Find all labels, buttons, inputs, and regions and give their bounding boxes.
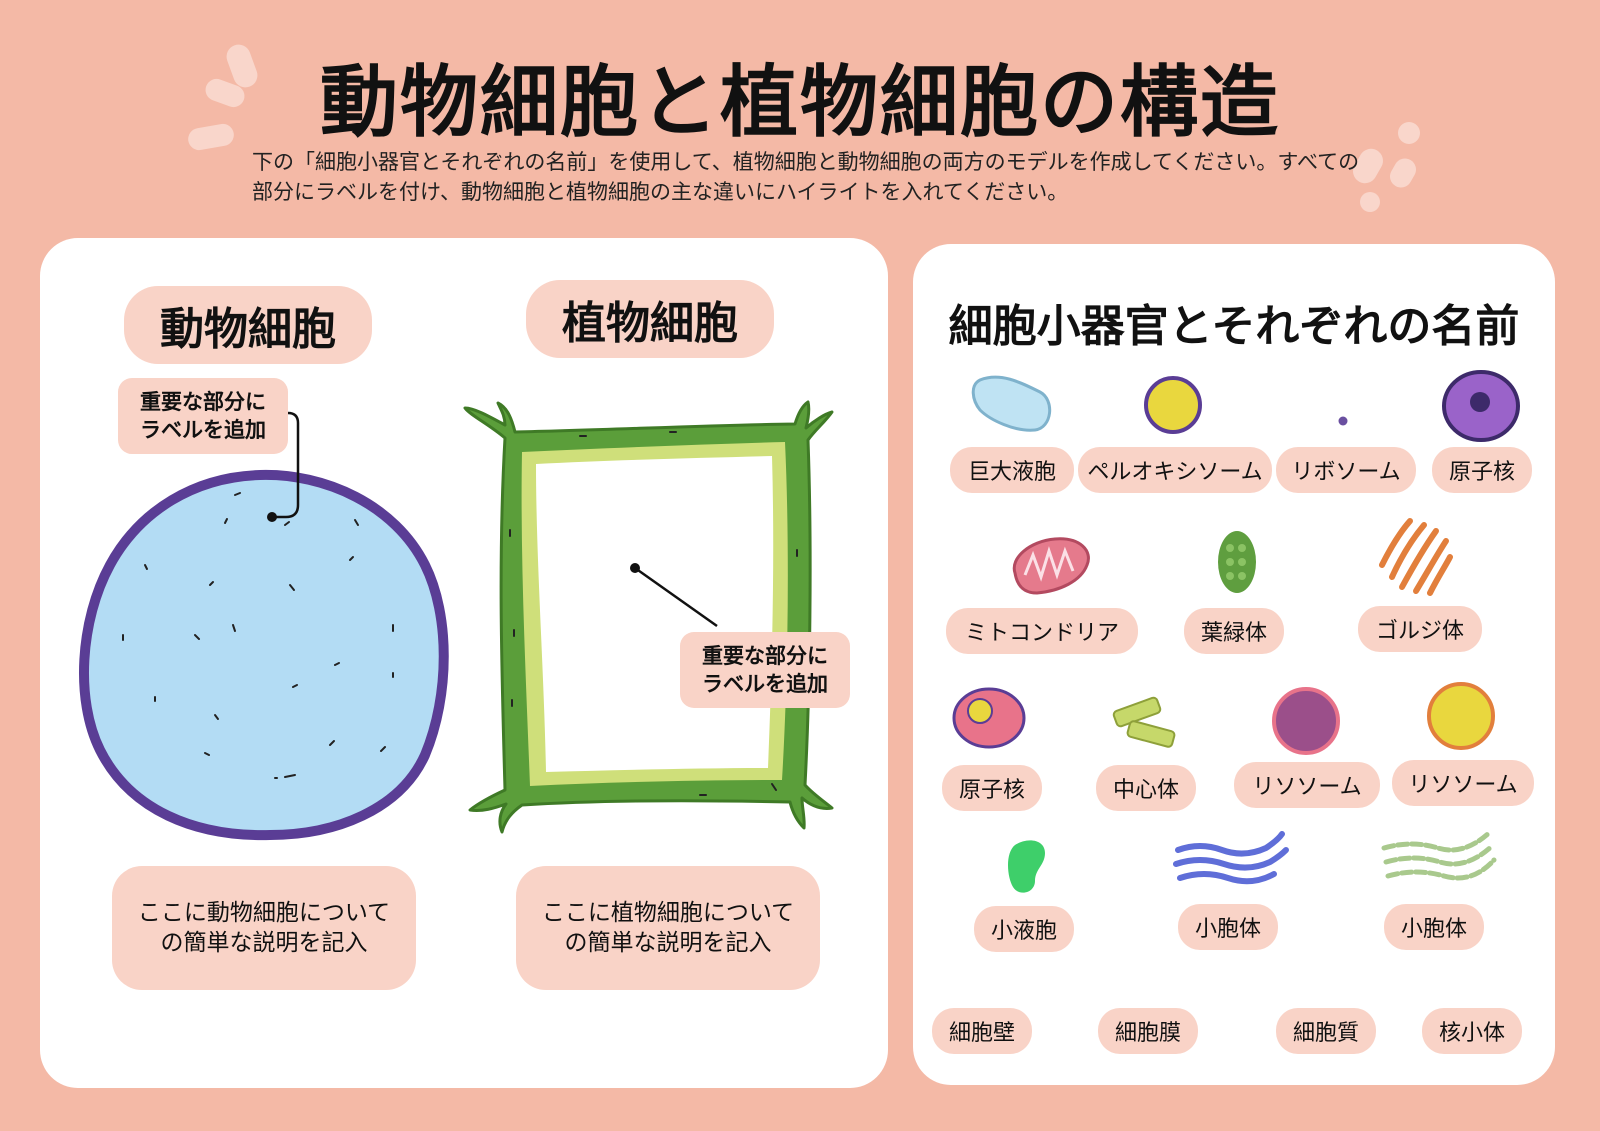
organelle-label: リソソーム [1234,762,1380,808]
organelles-heading: 細胞小器官とそれぞれの名前 [948,301,1520,352]
animal-callout-connector [267,411,300,522]
mitochondria-icon [1012,537,1090,595]
instructions-text: 下の「細胞小器官とそれぞれの名前」を使用して、植物細胞と動物細胞の両方のモデルを… [252,150,1360,204]
organelle-label: 小胞体 [1384,904,1484,950]
ribosome-icon [1338,416,1348,426]
decoration-dash [1398,122,1420,144]
organelle-label: 小液胞 [974,906,1074,952]
nucleus-icon [952,687,1026,749]
decoration-dash [1360,192,1380,212]
plant-callout-connector [630,563,718,628]
organelle-label: 巨大液胞 [950,447,1074,493]
chloroplast-icon [1218,531,1256,593]
centrosome-icon [1112,696,1176,748]
nucleus-icon [1442,370,1520,442]
animal-cell-illustration [79,469,449,841]
decoration-dash [1385,154,1421,192]
organelle-label: 細胞膜 [1098,1008,1198,1054]
organelle-label: 中心体 [1096,765,1196,811]
organelle-label: リボソーム [1276,447,1416,493]
organelle-label: ゴルジ体 [1358,606,1482,652]
lysosome-icon [1427,682,1495,750]
animal-label-callout: 重要な部分に ラベルを追加 [118,378,288,454]
animal-cell-title: 動物細胞 [124,286,372,364]
endoplasmic-reticulum-icon [1173,831,1289,885]
plant-label-callout: 重要な部分に ラベルを追加 [680,632,850,708]
animal-cell-body [79,469,449,841]
organelle-label: 葉緑体 [1184,608,1284,654]
golgi-body-icon [1379,518,1453,596]
organelle-label: 原子核 [1432,447,1532,493]
organelle-label: 細胞質 [1276,1008,1376,1054]
page-title: 動物細胞と植物細胞の構造 [319,58,1280,148]
animal-cell-description[interactable]: ここに動物細胞について の簡単な説明を記入 [112,866,416,990]
organelle-label: リソソーム [1392,760,1534,806]
organelle-label: 細胞壁 [932,1008,1032,1054]
organelle-label: 原子核 [942,765,1042,811]
organelle-label: ペルオキシソーム [1078,447,1272,493]
peroxisome-icon [1144,376,1202,434]
lysosome-icon [1272,687,1340,755]
small-vacuole-icon [1008,840,1045,893]
organelle-label: ミトコンドリア [946,608,1138,654]
organelle-label: 小胞体 [1178,904,1278,950]
plant-cell-title: 植物細胞 [526,280,774,358]
large-vacuole-icon [971,375,1051,432]
organelle-label: 核小体 [1422,1008,1522,1054]
plant-cell-description[interactable]: ここに植物細胞について の簡単な説明を記入 [516,866,820,990]
endoplasmic-reticulum-icon [1381,829,1497,881]
